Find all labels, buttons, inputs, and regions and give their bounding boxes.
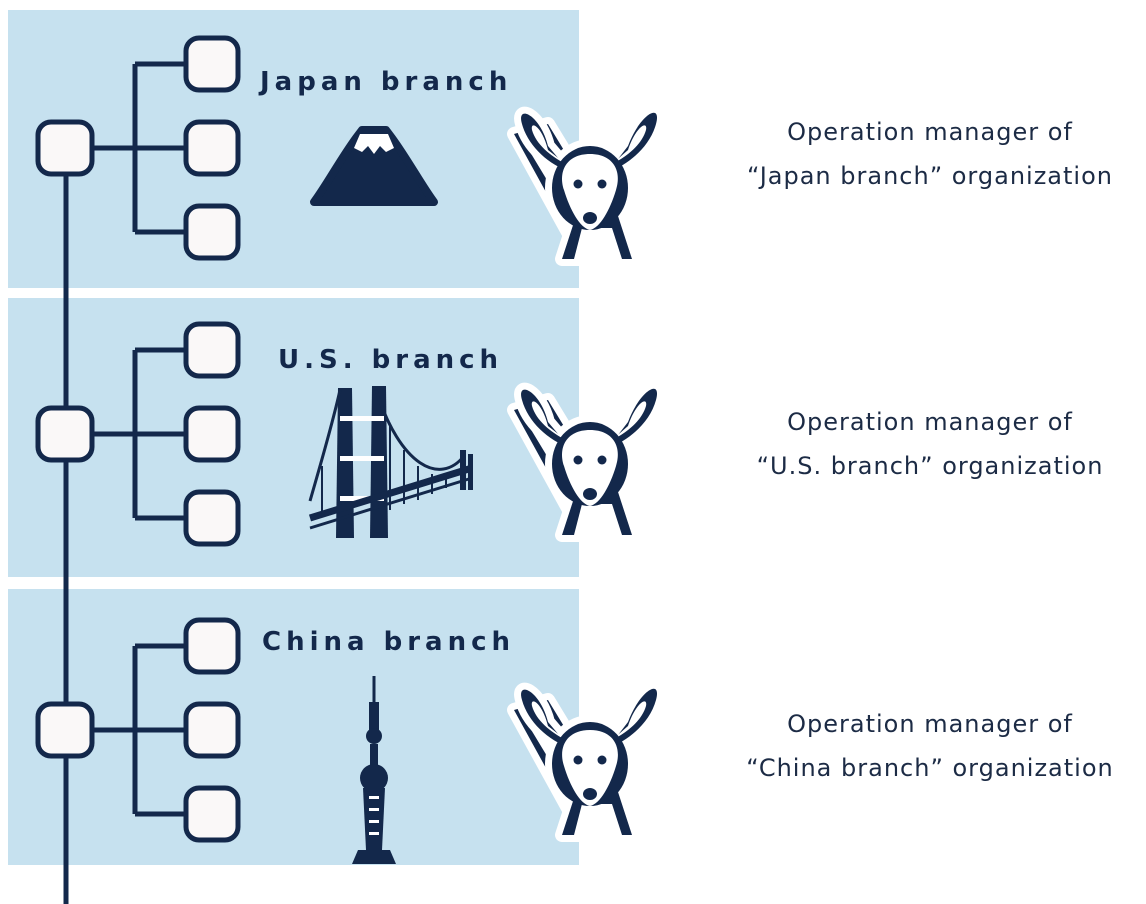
child-node	[183, 617, 241, 675]
branch-panel-china	[8, 589, 579, 865]
child-node	[183, 203, 241, 261]
tree-connectors-china	[92, 643, 186, 817]
parent-node-china	[35, 701, 95, 759]
child-node	[183, 785, 241, 843]
description-line2-us: “U.S. branch” organization	[757, 452, 1104, 480]
tree-connectors-japan	[92, 61, 186, 235]
child-node	[183, 321, 241, 379]
description-line2-japan: “Japan branch” organization	[747, 162, 1113, 190]
description-line2-china: “China branch” organization	[746, 754, 1113, 782]
tree-connectors-us	[92, 347, 186, 521]
child-node	[183, 405, 241, 463]
branch-title-china: China branch	[262, 627, 515, 657]
description-line1-japan: Operation manager of	[787, 118, 1073, 146]
parent-node-us	[35, 405, 95, 463]
description-line1-china: Operation manager of	[787, 710, 1073, 738]
description-line1-us: Operation manager of	[787, 408, 1073, 436]
branch-title-japan: Japan branch	[258, 67, 512, 97]
child-node	[183, 119, 241, 177]
child-node	[183, 35, 241, 93]
child-node	[183, 701, 241, 759]
parent-node-japan	[35, 119, 95, 177]
branch-title-us: U.S. branch	[278, 345, 503, 375]
branch-panel-us	[8, 298, 579, 577]
child-node	[183, 489, 241, 547]
